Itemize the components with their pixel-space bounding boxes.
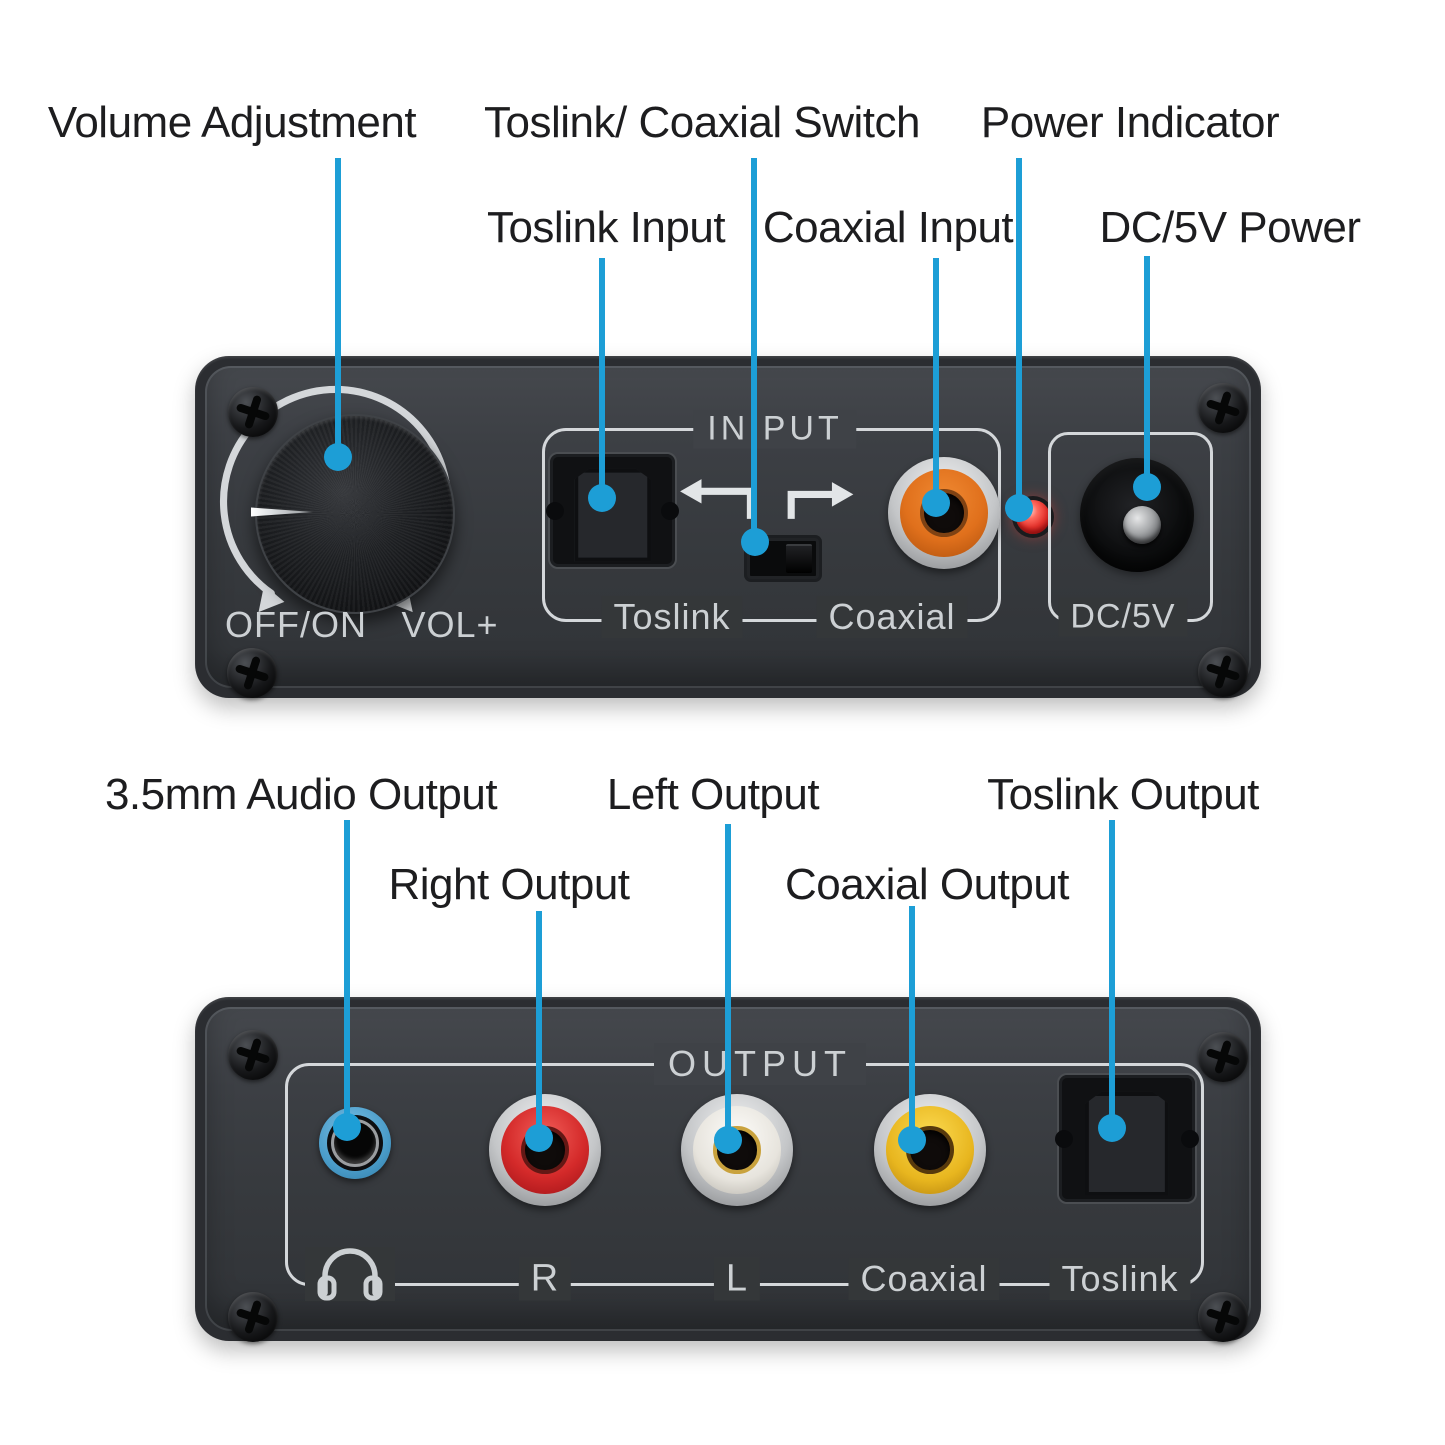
callout-dot-coaxial-input	[922, 489, 950, 517]
output-group-label: OUTPUT	[654, 1043, 866, 1085]
callout-line-power	[1016, 158, 1022, 508]
l-output-label: L	[713, 1257, 761, 1301]
corner-screw	[228, 1030, 278, 1080]
annotation-dc-power: DC/5V Power	[1099, 203, 1361, 252]
callout-dot-toslink-output	[1098, 1114, 1126, 1142]
coaxial-output-label: Coaxial	[848, 1258, 1000, 1300]
toslink-output-label: Toslink	[1049, 1258, 1191, 1300]
toslink-plug-icon	[1084, 1091, 1170, 1196]
callout-dot-right-output	[525, 1124, 553, 1152]
callout-line-coaxial-input	[933, 258, 939, 503]
corner-screw	[228, 1292, 278, 1342]
annotation-35mm-audio-output: 3.5mm Audio Output	[104, 770, 498, 819]
coaxial-output-jack	[874, 1094, 986, 1206]
volume-knob	[251, 414, 455, 614]
toslink-output-port	[1055, 1073, 1199, 1204]
callout-dot-left-output	[714, 1126, 742, 1154]
dc-power-jack	[1080, 458, 1194, 572]
toslink-input-port	[546, 452, 679, 569]
corner-screw	[227, 648, 277, 698]
callout-line-volume	[335, 158, 341, 457]
dc-label: DC/5V	[1058, 597, 1188, 637]
front-panel-face: OFF/ON VOL+ IN PUT Toslink Coaxial DC/5V	[205, 366, 1251, 698]
corner-screw	[1198, 383, 1248, 433]
callout-line-dc-power	[1144, 256, 1150, 487]
input-group-label: IN PUT	[693, 409, 857, 449]
corner-screw	[1198, 1292, 1248, 1342]
corner-screw	[1198, 647, 1248, 697]
callout-line-switch	[751, 158, 757, 542]
dc-pin	[1123, 505, 1162, 544]
callout-dot-dc-power	[1133, 473, 1161, 501]
toslink-input-label: Toslink	[601, 596, 743, 638]
toslink-plug-icon	[573, 468, 652, 562]
annotation-volume-adjustment: Volume Adjustment	[47, 98, 417, 147]
callout-dot-35mm	[333, 1113, 361, 1141]
switch-knob	[786, 544, 812, 573]
callout-line-right-output	[536, 911, 542, 1138]
annotation-left-output: Left Output	[606, 770, 820, 819]
callout-dot-volume	[324, 443, 352, 471]
callout-line-coaxial-output	[909, 906, 915, 1140]
corner-screw	[1198, 1032, 1248, 1082]
front-panel: OFF/ON VOL+ IN PUT Toslink Coaxial DC/5V	[195, 356, 1261, 698]
audio-35mm-jack	[319, 1107, 391, 1179]
coaxial-input-label: Coaxial	[816, 596, 968, 638]
annotation-toslink-input: Toslink Input	[486, 203, 726, 252]
off-on-label: OFF/ON	[225, 604, 367, 645]
callout-dot-power	[1005, 494, 1033, 522]
annotation-coaxial-input: Coaxial Input	[762, 203, 1014, 252]
annotation-toslink-output: Toslink Output	[987, 770, 1259, 819]
annotation-power-indicator: Power Indicator	[980, 98, 1280, 147]
callout-dot-coaxial-output	[898, 1126, 926, 1154]
annotation-coaxial-output: Coaxial Output	[784, 860, 1070, 909]
corner-screw	[228, 387, 278, 437]
knob-pointer-icon	[251, 507, 313, 517]
vol-plus-label: VOL+	[401, 604, 499, 645]
callout-dot-toslink-input	[588, 484, 616, 512]
callout-line-left-output	[725, 824, 731, 1140]
annotation-toslink-coaxial-switch: Toslink/ Coaxial Switch	[484, 98, 921, 147]
callout-dot-switch	[741, 528, 769, 556]
callout-line-toslink-input	[599, 258, 605, 498]
headphone-icon	[305, 1247, 395, 1301]
annotation-right-output: Right Output	[388, 860, 630, 909]
r-output-label: R	[518, 1257, 572, 1301]
callout-line-toslink-output	[1109, 820, 1115, 1128]
callout-line-35mm	[344, 820, 350, 1127]
